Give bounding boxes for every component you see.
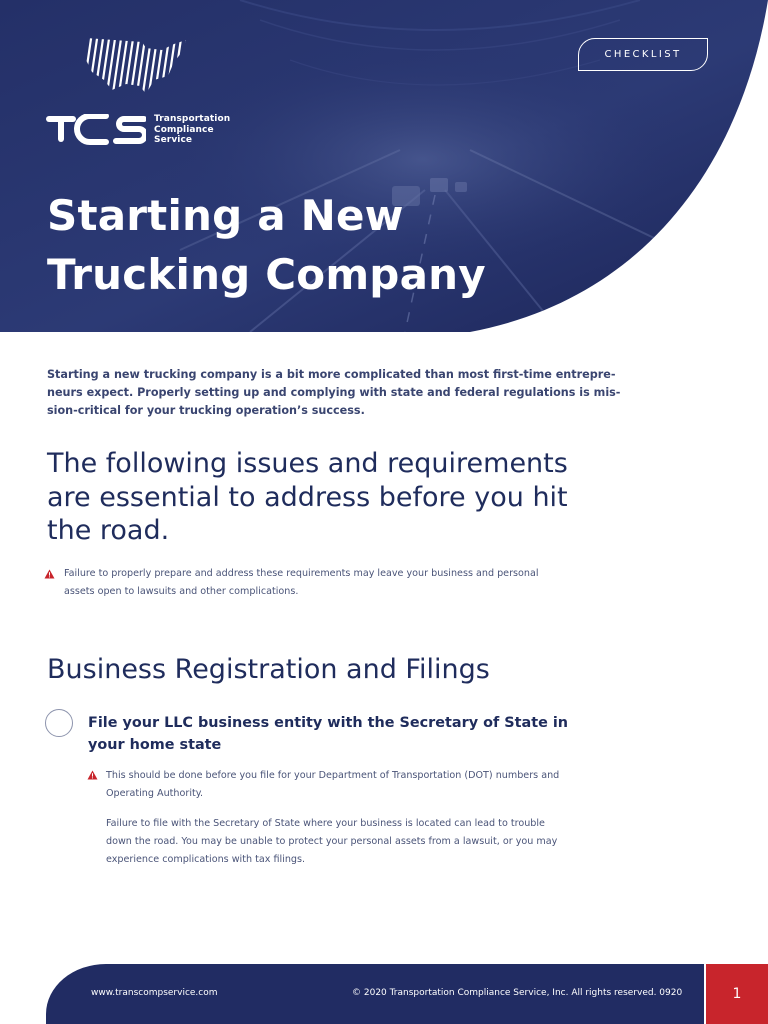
intro-paragraph: Starting a new trucking company is a bit… — [47, 366, 621, 421]
page-title-line: Trucking Company — [47, 250, 486, 299]
intro-line: Starting a new trucking company is a bit… — [47, 368, 616, 381]
checklist-item-title: File your LLC business entity with the S… — [88, 712, 568, 756]
page-title: Starting a New Trucking Company — [47, 186, 486, 304]
footer: www.transcompservice.com © 2020 Transpor… — [0, 964, 768, 1024]
lead-line: are essential to address before you hit — [47, 481, 568, 513]
footer-bar — [46, 964, 704, 1024]
brand-subtitle-line: Compliance — [154, 124, 214, 135]
footer-copyright: © 2020 Transportation Compliance Service… — [352, 988, 683, 998]
warning-note: Failure to properly prepare and address … — [64, 565, 539, 601]
brand-subtitle-line: Transportation — [154, 114, 231, 124]
brand-subtitle-line: Service — [154, 135, 193, 145]
warning-note-line: assets open to lawsuits and other compli… — [64, 586, 299, 597]
warning-icon — [44, 569, 55, 579]
checklist-item-detail-line: experience complications with tax filing… — [106, 854, 306, 865]
page-title-line: Starting a New — [47, 191, 404, 240]
checklist-item-detail-line: down the road. You may be unable to prot… — [106, 836, 558, 847]
intro-line: neurs expect. Properly setting up and co… — [47, 386, 621, 400]
lead-line: The following issues and requirements — [47, 448, 568, 479]
lead-line: the road. — [47, 515, 170, 546]
footer-website-link[interactable]: www.transcompservice.com — [91, 988, 218, 998]
checklist-item-note: This should be done before you file for … — [106, 767, 559, 803]
tcs-wordmark — [46, 114, 146, 145]
checklist-item-note-line: Operating Authority. — [106, 788, 204, 799]
checklist-item-title-line: File your LLC business entity with the S… — [88, 715, 569, 731]
warning-icon — [87, 770, 98, 780]
checklist-item-detail: Failure to file with the Secretary of St… — [106, 815, 557, 869]
checklist-item-note-line: This should be done before you file for … — [106, 770, 560, 781]
hero-background — [0, 0, 768, 332]
lead-heading: The following issues and requirements ar… — [47, 447, 587, 548]
warning-note-line: Failure to properly prepare and address … — [64, 568, 539, 579]
hero-banner: Transportation Compliance Service CHECKL… — [0, 0, 768, 332]
intro-line: sion-critical for your trucking operatio… — [47, 404, 365, 418]
checklist-item-title-line: your home state — [88, 737, 222, 753]
us-map-logo-icon — [84, 38, 186, 94]
brand-subtitle: Transportation Compliance Service — [154, 114, 230, 146]
checklist-badge: CHECKLIST — [578, 38, 708, 71]
checklist-item-detail-line: Failure to file with the Secretary of St… — [106, 818, 545, 829]
section-heading: Business Registration and Filings — [47, 654, 490, 685]
checkbox-circle-icon[interactable] — [45, 709, 73, 737]
page-number: 1 — [706, 964, 768, 1024]
tcs-logo: Transportation Compliance Service — [46, 30, 246, 150]
